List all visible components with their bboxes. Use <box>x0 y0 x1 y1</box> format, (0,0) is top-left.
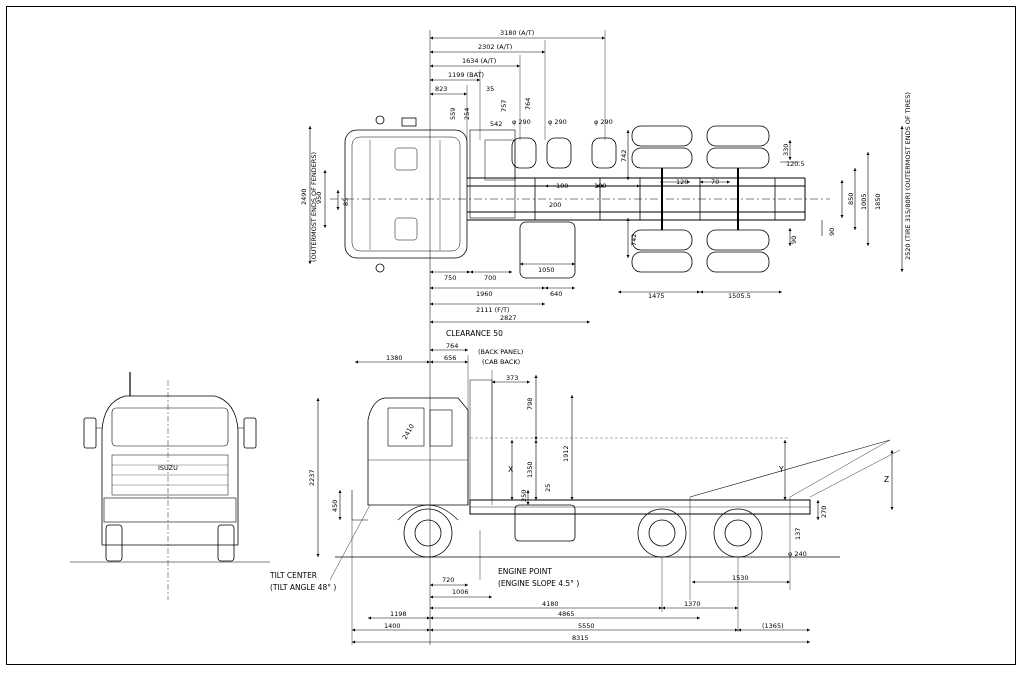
dim-1475: 1475 <box>648 292 665 300</box>
side-view <box>335 340 901 645</box>
dim-1850: 1850 <box>874 193 882 210</box>
plan-view <box>330 30 830 340</box>
dim-1199: 1199 (BAT) <box>448 71 484 79</box>
dim-phi290-b: φ 290 <box>548 118 567 126</box>
dim-656: 656 <box>444 354 456 362</box>
dim-742-a: 742 <box>620 150 628 162</box>
dim-25: 25 <box>544 484 552 492</box>
dim-8315: 8315 <box>572 634 589 642</box>
dim-1350: 1350 <box>526 461 534 478</box>
dim-phi290-c: φ 290 <box>594 118 613 126</box>
dim-559: 559 <box>449 108 457 120</box>
side-dimension-lines <box>316 348 894 644</box>
front-brand-badge: ISUZU <box>158 464 178 472</box>
dim-2302: 2302 (A/T) <box>478 43 512 51</box>
dim-450: 450 <box>331 500 339 512</box>
dim-720: 720 <box>442 576 454 584</box>
dim-1365: (1365) <box>762 622 784 630</box>
dim-757: 757 <box>500 100 508 112</box>
dim-1530: 1530 <box>732 574 749 582</box>
label-cab-back: (CAB BACK) <box>482 358 520 366</box>
plan-dimension-lines <box>308 36 904 324</box>
dim-254: 254 <box>463 108 471 120</box>
side-labels: CLEARANCE 50 764 1380 656 (BACK PANEL) (… <box>269 329 889 642</box>
dim-764: 764 <box>446 342 458 350</box>
label-back-panel: (BACK PANEL) <box>478 348 523 356</box>
dim-850: 850 <box>847 193 855 205</box>
dim-373: 373 <box>506 374 518 382</box>
front-right-tire <box>217 524 235 562</box>
label-tilt-angle: (TILT ANGLE 48° ) <box>270 583 336 592</box>
dim-70: 70 <box>711 178 719 186</box>
dim-120-5: 120.5 <box>786 160 805 168</box>
dim-542: 542 <box>490 120 502 128</box>
side-cab <box>367 397 469 506</box>
dim-2111: 2111 (F/T) <box>476 306 510 314</box>
dim-137: 137 <box>794 528 802 540</box>
windshield <box>111 407 229 447</box>
front-cab <box>101 395 239 546</box>
dim-90-a: 90 <box>790 236 798 244</box>
rear-wheel-2 <box>713 508 763 558</box>
dim-742-b: 742 <box>630 234 638 246</box>
dim-764-plan: 764 <box>524 98 532 110</box>
fuel-tank <box>519 221 576 279</box>
dim-950: 950 <box>315 192 323 204</box>
dim-1505-5: 1505.5 <box>728 292 751 300</box>
dim-1370: 1370 <box>684 600 701 608</box>
dim-700: 700 <box>484 274 496 282</box>
dim-1400: 1400 <box>384 622 401 630</box>
dim-120: 120 <box>676 178 688 186</box>
dim-1380: 1380 <box>386 354 403 362</box>
dim-90-b: 90 <box>828 228 836 236</box>
dim-1912: 1912 <box>562 445 570 462</box>
plan-cab <box>344 129 468 259</box>
dim-2490: 2490 <box>300 188 308 205</box>
front-view <box>70 372 270 600</box>
dim-1960: 1960 <box>476 290 493 298</box>
label-clearance: CLEARANCE 50 <box>446 329 503 338</box>
dim-640: 640 <box>550 290 562 298</box>
dim-100-a: 100 <box>556 182 568 190</box>
label-tilt-center: TILT CENTER <box>269 571 317 580</box>
dim-2827: 2827 <box>500 314 517 322</box>
dim-4180: 4180 <box>542 600 559 608</box>
label-x: X <box>508 465 513 474</box>
dim-823: 823 <box>435 85 447 93</box>
front-left-tire <box>105 524 123 562</box>
label-outermost-fenders: (OUTERMOST ENDS OF FENDERS) <box>310 152 318 262</box>
rear-wheel-1 <box>637 508 687 558</box>
label-z: Z <box>884 475 889 484</box>
front-wheel <box>403 508 453 558</box>
dim-1050: 1050 <box>538 266 555 274</box>
dim-200: 200 <box>549 201 561 209</box>
sheet-border <box>6 6 1016 665</box>
label-engine-slope: (ENGINE SLOPE 4.5° ) <box>498 579 579 588</box>
dim-250: 250 <box>520 490 528 502</box>
dim-270: 270 <box>820 506 828 518</box>
label-engine-point: ENGINE POINT <box>498 567 552 576</box>
dim-2237: 2237 <box>308 469 316 486</box>
dim-798: 798 <box>526 398 534 410</box>
dim-100-b: 100 <box>594 182 606 190</box>
dim-750: 750 <box>444 274 456 282</box>
dim-phi290-a: φ 290 <box>512 118 531 126</box>
dim-2410: 2410 <box>401 423 416 441</box>
dim-3180: 3180 (A/T) <box>500 29 534 37</box>
dim-85: 85 <box>342 198 350 206</box>
dim-1006: 1006 <box>452 588 469 596</box>
dim-4865: 4865 <box>558 610 575 618</box>
plan-labels: 3180 (A/T) 2302 (A/T) 1634 (A/T) 1199 (B… <box>300 29 912 322</box>
label-y: Y <box>778 465 784 474</box>
dim-1005: 1005 <box>860 193 868 210</box>
label-outermost-tires: 2520 (TIRE 315/80R) (OUTERMOST ENDS OF T… <box>904 92 912 260</box>
dim-1198: 1198 <box>390 610 407 618</box>
dim-phi240: φ 240 <box>788 550 807 558</box>
dim-330: 330 <box>782 144 790 156</box>
dim-5550: 5550 <box>578 622 595 630</box>
dim-35: 35 <box>486 85 494 93</box>
dim-1634: 1634 (A/T) <box>462 57 496 65</box>
